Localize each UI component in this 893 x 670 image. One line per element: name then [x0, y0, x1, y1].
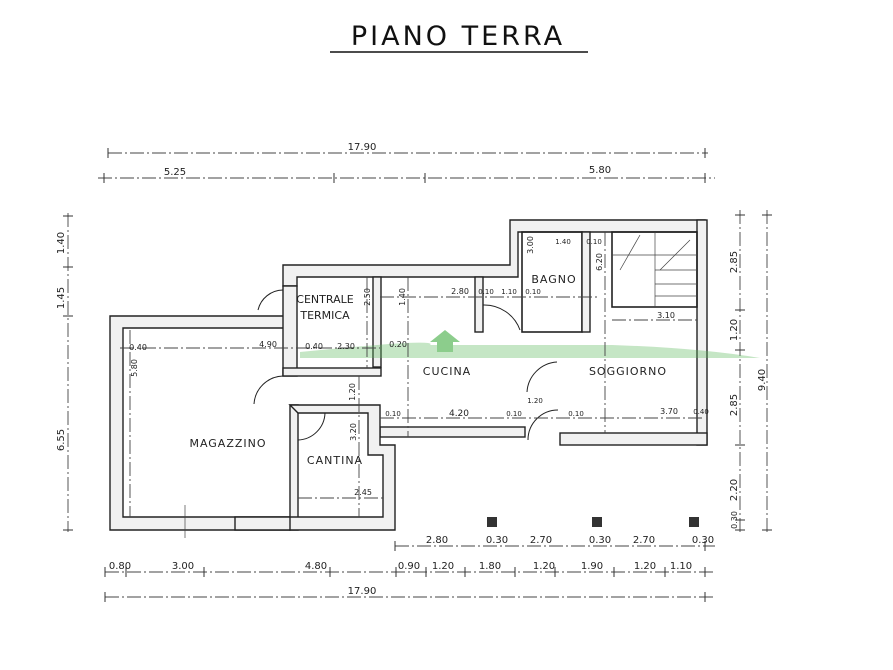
dim-bottom-1-4: 2.70 [633, 535, 655, 546]
dim-bottom-2-5: 1.80 [479, 561, 501, 572]
dim-cantina-w: 2.45 [354, 488, 372, 497]
dim-bottom-2-8: 1.20 [634, 561, 656, 572]
dim-bottom-1-1: 0.30 [486, 535, 508, 546]
door-centrale-termica [257, 289, 284, 311]
dim-bottom-2-3: 0.90 [398, 561, 420, 572]
wall-ct-south [282, 367, 382, 377]
dim-cuc-wall-l: 0.10 [385, 410, 401, 418]
dim-right-2: 1.20 [729, 319, 740, 341]
staircase [611, 231, 698, 308]
wall-magazzino-east [234, 404, 299, 531]
right-dimensions: 2.85 1.20 2.85 2.20 0.30 9.40 [729, 210, 772, 535]
dim-bagno-wall: 0.10 [586, 238, 602, 246]
walls [109, 219, 708, 538]
dim-sog-wall-r: 0.40 [693, 408, 709, 416]
dim-ct-wall2: 0.20 [389, 340, 407, 349]
dim-mag-wall: 0.40 [129, 343, 147, 352]
dim-right-4: 2.20 [729, 479, 740, 501]
wall-cantina [288, 404, 396, 531]
wall-disimpegno [474, 276, 484, 333]
dim-bottom-2-2: 4.80 [305, 561, 327, 572]
wall-ct-west [282, 285, 298, 377]
dim-top-right: 5.80 [589, 165, 611, 176]
dim-bottom-2-4: 1.20 [432, 561, 454, 572]
dim-corr-w: 1.20 [348, 383, 357, 401]
pillar-marker [689, 517, 699, 527]
dim-right-total: 9.40 [757, 369, 768, 391]
bottom-dimensions: 2.80 0.30 2.70 0.30 2.70 0.30 0.80 3.00 … [104, 535, 715, 602]
dim-right-3: 2.85 [729, 394, 740, 416]
interior-dimension-lines [120, 232, 705, 517]
wall-north [282, 219, 706, 287]
dim-bottom-1-2: 2.70 [530, 535, 552, 546]
dim-bottom-total: 17.90 [348, 586, 377, 597]
wall-cucina-west [372, 276, 382, 368]
dim-left-1: 1.40 [56, 232, 67, 254]
room-label-centrale: CENTRALE [296, 293, 353, 306]
wall-south-soggiorno [559, 432, 708, 446]
dim-wall-a: 0.10 [478, 288, 494, 296]
dim-door-w: 1.20 [527, 397, 543, 405]
dim-bottom-2-6: 1.20 [533, 561, 555, 572]
dim-bottom-2-9: 1.10 [670, 561, 692, 572]
dim-bottom-1-5: 0.30 [692, 535, 714, 546]
dim-ct-height: 2.50 [363, 288, 372, 306]
room-label-cucina: CUCINA [423, 365, 471, 378]
dim-right-5: 0.30 [730, 511, 739, 529]
dim-cucina-h: 1.40 [398, 288, 407, 306]
door-disimpegno [482, 304, 521, 331]
dim-left-3: 6.55 [56, 429, 67, 451]
room-label-cantina: CANTINA [307, 454, 363, 467]
dim-top-left: 5.25 [164, 167, 186, 178]
dim-ct-wall: 0.40 [305, 342, 323, 351]
door-cantina [297, 412, 326, 441]
room-label-soggiorno: SOGGIORNO [589, 365, 667, 378]
dim-bottom-2-1: 3.00 [172, 561, 194, 572]
dim-cantina-h: 3.20 [349, 423, 358, 441]
dim-cucina-w-top: 2.80 [451, 287, 469, 296]
pillar-marker [592, 517, 602, 527]
dim-cuc-wall-r: 0.10 [506, 410, 522, 418]
wall-south-cucina [379, 426, 526, 438]
room-label-magazzino: MAGAZZINO [189, 437, 266, 450]
pillar-marker [487, 517, 497, 527]
dim-ct-w: 2.30 [337, 342, 355, 351]
dim-bottom-2-7: 1.90 [581, 561, 603, 572]
door-soggiorno [526, 361, 558, 393]
left-dimensions: 1.40 1.45 6.55 [56, 213, 73, 532]
dim-soggiorno-w: 3.70 [660, 407, 678, 416]
dim-stair-h: 6.20 [595, 253, 604, 271]
dim-wall-b: 1.10 [501, 288, 517, 296]
interior-dimensions: 2.50 1.40 2.80 0.10 1.10 0.10 3.00 1.40 … [129, 236, 709, 497]
dim-soggiorno-w-top: 3.10 [657, 311, 675, 320]
dim-bottom-1-0: 2.80 [426, 535, 448, 546]
dim-bagno-w: 1.40 [555, 238, 571, 246]
dim-left-2: 1.45 [56, 287, 67, 309]
watermark-house-icon [300, 330, 760, 358]
dim-bottom-2-0: 0.80 [109, 561, 131, 572]
top-dimensions: 17.90 5.25 5.80 [98, 142, 715, 183]
dim-bagno-h: 3.00 [526, 236, 535, 254]
dim-mag-w: 4.90 [259, 340, 277, 349]
room-label-termica: TERMICA [299, 309, 350, 322]
wall-bagno-east [581, 231, 591, 333]
plan-title: PIANO TERRA [351, 21, 565, 52]
dim-right-1: 2.85 [729, 251, 740, 273]
dim-sog-wall-l: 0.10 [568, 410, 584, 418]
dim-wall-c: 0.10 [525, 288, 541, 296]
room-label-bagno: BAGNO [531, 273, 576, 286]
dim-bottom-1-3: 0.30 [589, 535, 611, 546]
dim-mag-h: 5.80 [130, 359, 139, 377]
door-magazzino [253, 375, 284, 405]
dim-top-total: 17.90 [348, 142, 377, 153]
dim-cucina-w: 4.20 [449, 409, 469, 419]
door-entrance [527, 409, 559, 441]
